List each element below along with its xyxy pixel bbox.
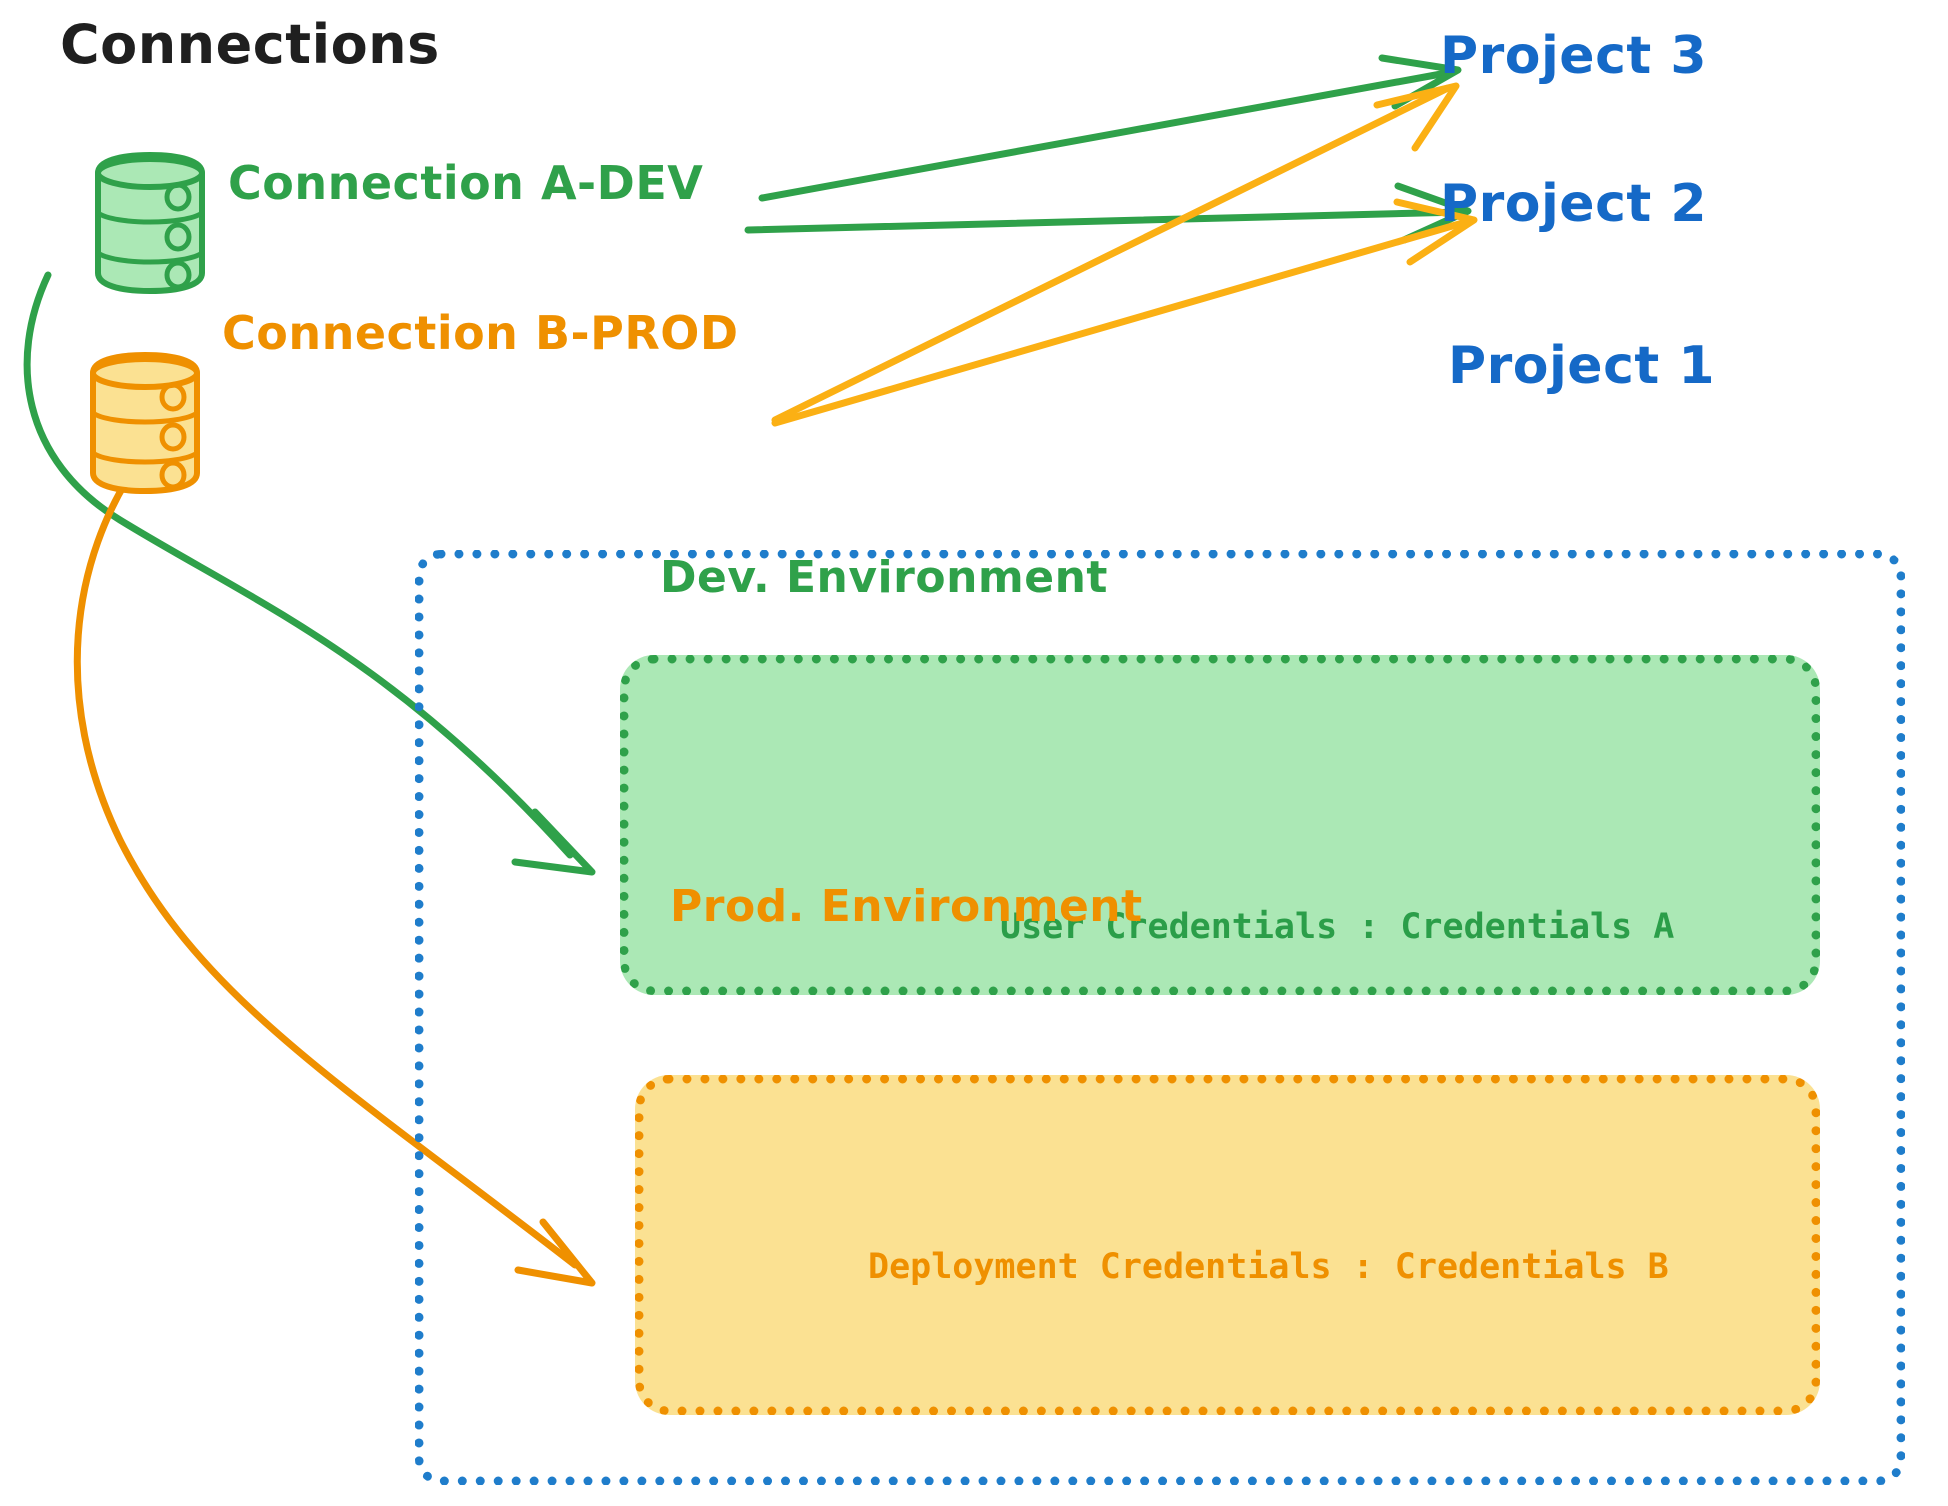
connection-a-dev-label[interactable]: Connection A-DEV: [228, 156, 704, 210]
page-title: Connections: [60, 13, 440, 76]
prod-environment-title: Prod. Environment: [670, 881, 1143, 932]
project-1-label[interactable]: Project 1: [1448, 336, 1716, 396]
arrow-conn-a-to-project-3: [758, 54, 1462, 202]
arrow-conn-b-to-project-2: [771, 198, 1478, 427]
connection-b-prod-label[interactable]: Connection B-PROD: [222, 306, 739, 360]
prod-environment-box[interactable]: [635, 1075, 1820, 1415]
project-2-label[interactable]: Project 2: [1440, 174, 1708, 234]
arrow-conn-a-to-project-2: [744, 182, 1472, 244]
prod-environment-credentials: Deployment Credentials : Credentials B: [868, 1247, 1669, 1287]
dev-environment-box[interactable]: [620, 655, 1820, 995]
dev-environment-credentials: User Credentials : Credentials A: [1000, 907, 1675, 947]
dev-environment-title: Dev. Environment: [660, 552, 1108, 603]
arrow-conn-b-to-project-3: [771, 82, 1460, 424]
project-3-label[interactable]: Project 3: [1440, 26, 1708, 86]
project-1-container: [415, 550, 1905, 1485]
